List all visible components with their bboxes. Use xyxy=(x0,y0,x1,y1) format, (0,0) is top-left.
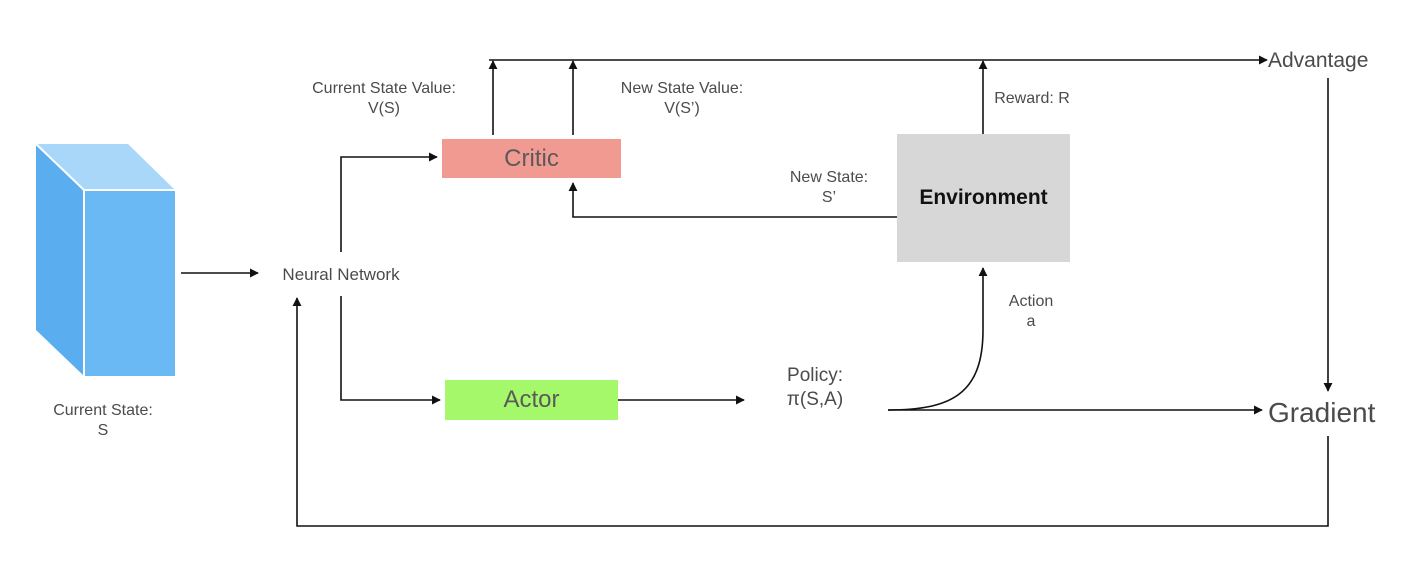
arrow-nn-to-critic xyxy=(340,152,438,252)
gradient-label: Gradient xyxy=(1268,397,1376,428)
neural-network-label: Neural Network xyxy=(282,265,400,284)
environment-box: Environment xyxy=(897,134,1070,262)
action-label: Action a xyxy=(1008,293,1054,330)
current-state-label: Current State: S xyxy=(53,402,153,439)
arrow-nn-to-actor xyxy=(340,296,441,405)
actor-label: Actor xyxy=(503,386,560,413)
policy-label: Policy: π(S,A) xyxy=(786,365,844,410)
arrow-new-state xyxy=(568,182,897,218)
arrow-gradient-feedback xyxy=(292,297,1329,527)
current-state-value-label: Current State Value: V(S) xyxy=(312,80,456,117)
actor-box: Actor xyxy=(445,380,618,420)
reward-label: Reward: R xyxy=(994,90,1070,107)
arrow-action xyxy=(887,267,988,411)
advantage-label: Advantage xyxy=(1268,49,1369,72)
new-state-label: New State: S’ xyxy=(789,169,869,206)
critic-label: Critic xyxy=(504,144,559,172)
state-cube-icon xyxy=(35,143,175,376)
environment-label: Environment xyxy=(919,186,1048,209)
critic-box: Critic xyxy=(442,139,621,178)
new-state-value-label: New State Value: V(S’) xyxy=(620,80,744,117)
